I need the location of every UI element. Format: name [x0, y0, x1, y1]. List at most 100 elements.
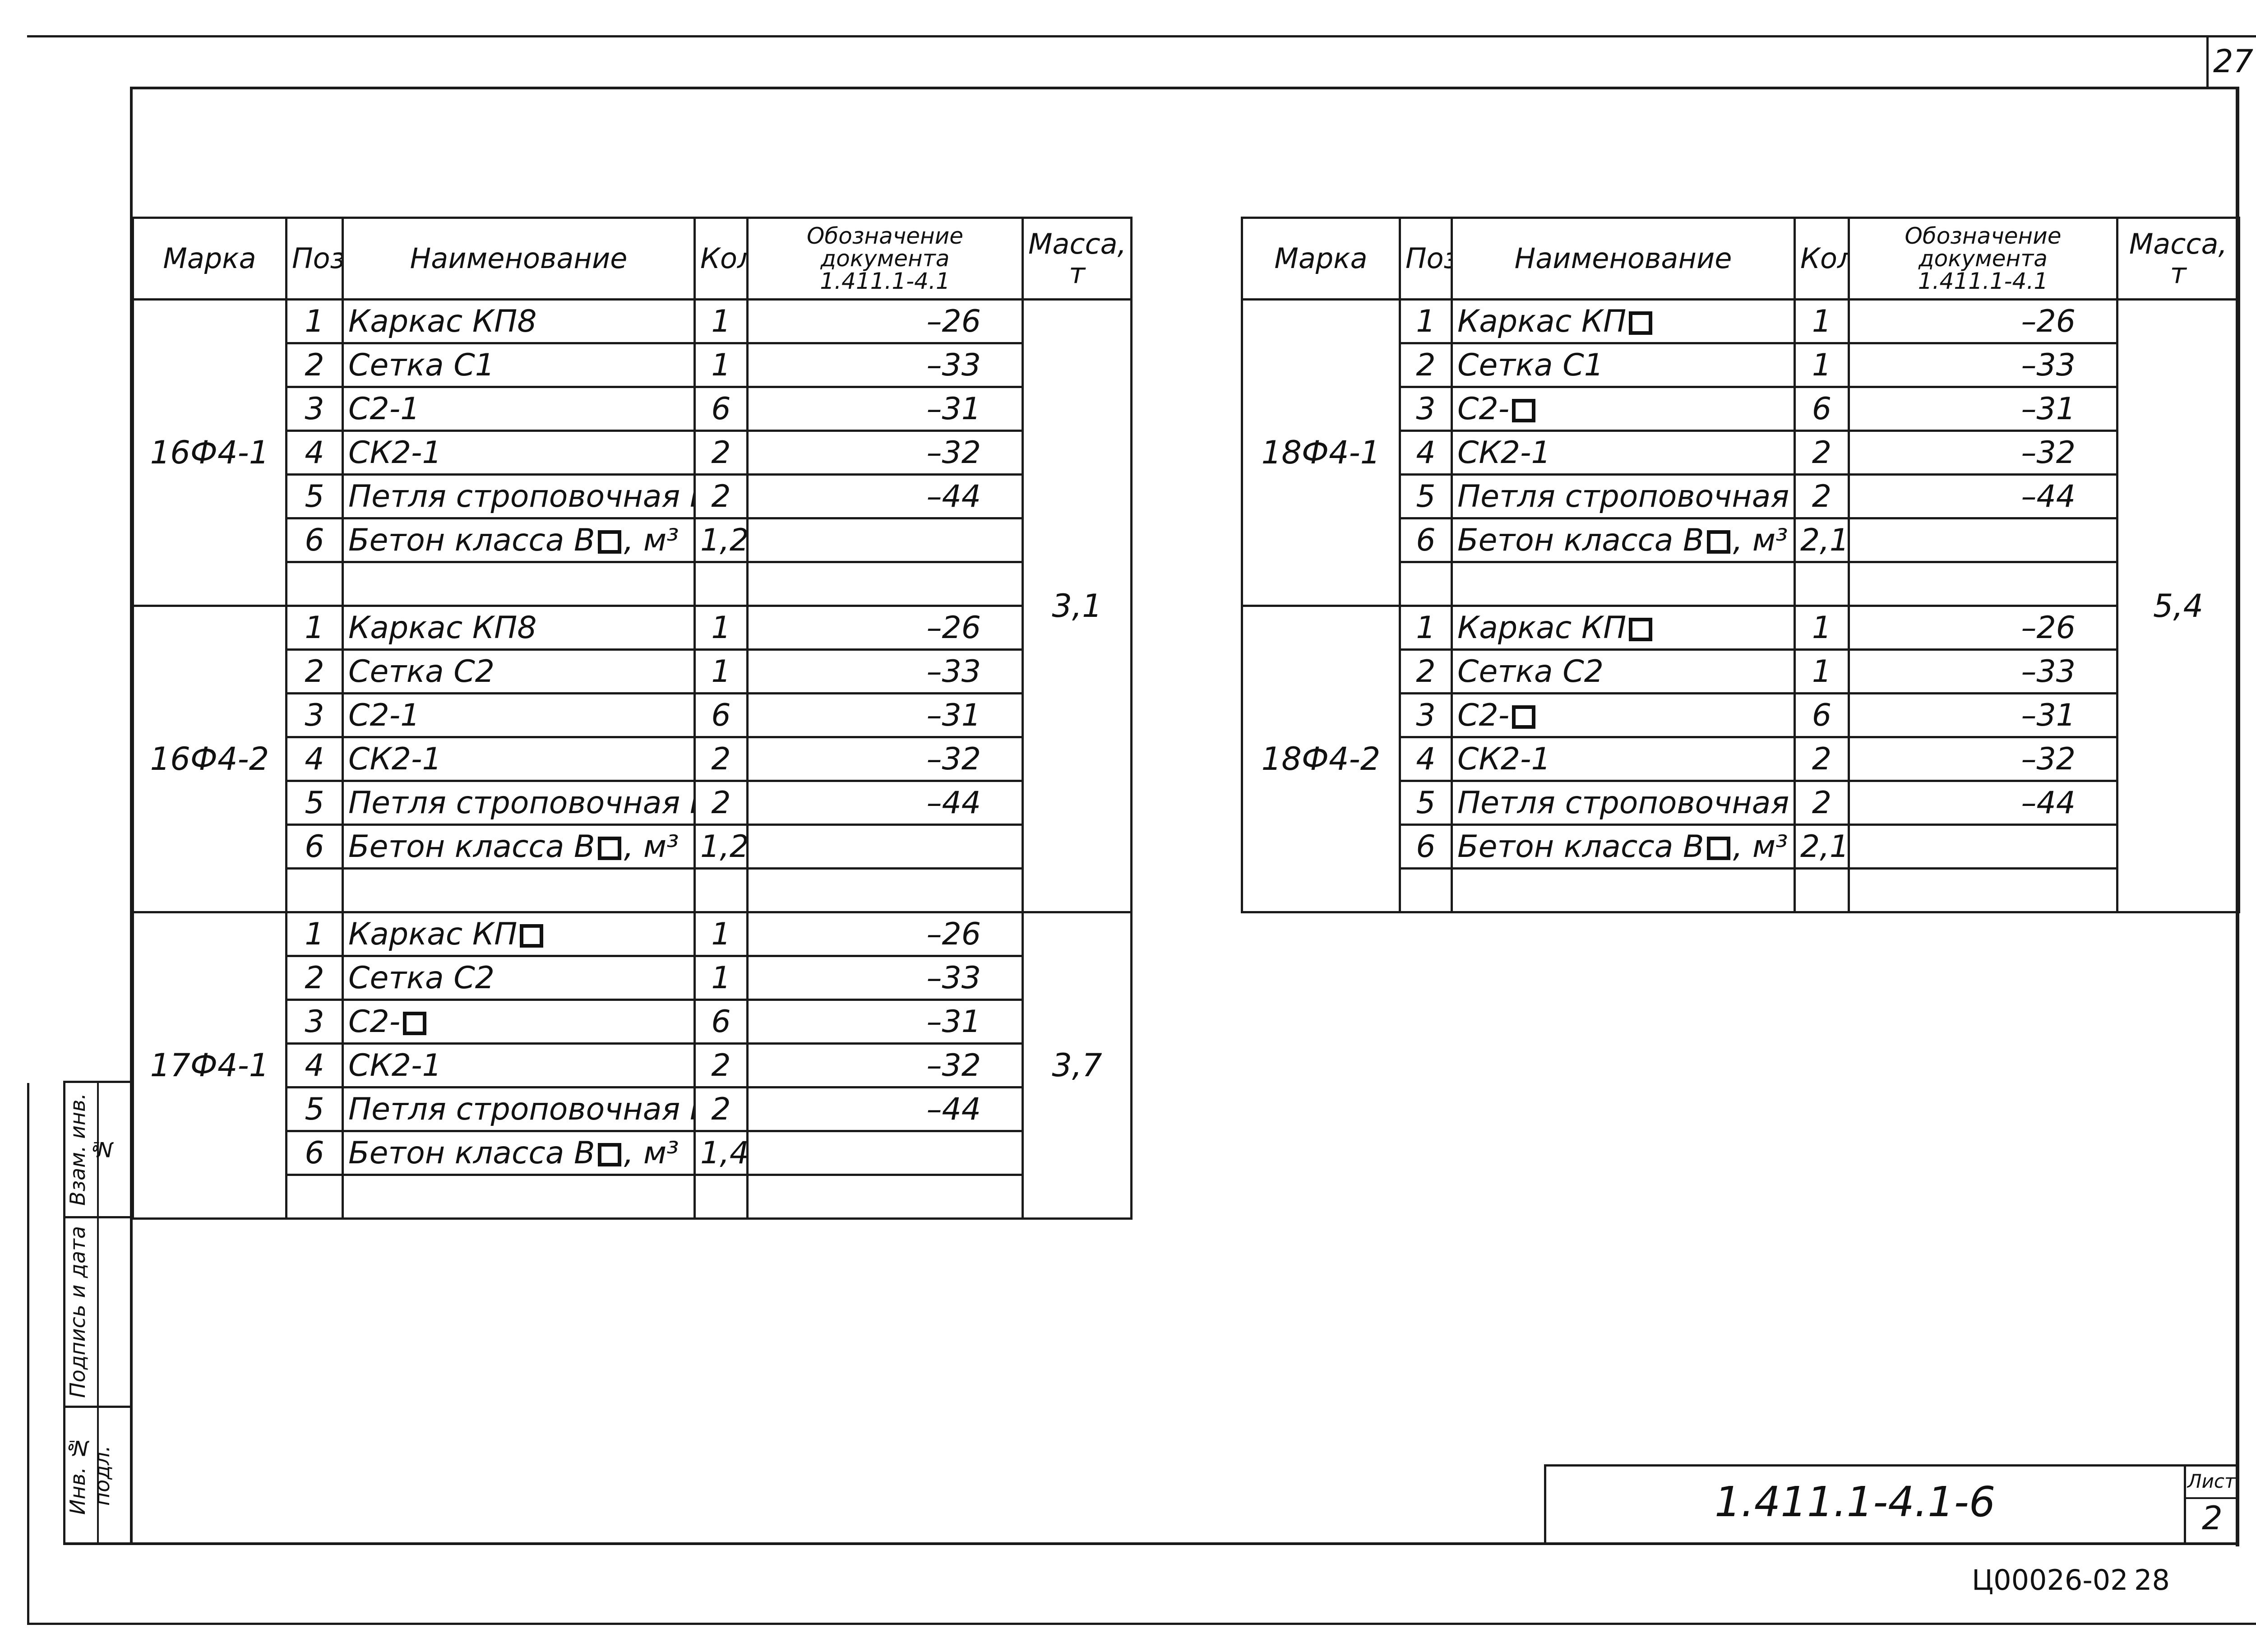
name-cell: Каркас КП [1451, 605, 1796, 651]
pos-cell: 4 [285, 736, 344, 782]
col-qty: Кол. [693, 217, 749, 301]
name-cell: СК2-1 [1451, 430, 1796, 476]
pos-cell: 3 [1399, 386, 1453, 432]
name-cell: СК2-1 [342, 430, 696, 476]
doc-cell: –26 [746, 605, 1024, 651]
pos-cell [285, 867, 344, 913]
name-cell: СК2-1 [342, 736, 696, 782]
doc-cell [746, 867, 1024, 913]
qty-cell: 2 [693, 430, 749, 476]
col-qty: Кол. [1794, 217, 1850, 301]
qty-cell: 1,25 [693, 824, 749, 870]
doc-cell: –26 [1848, 605, 2118, 651]
name-cell: Каркас КП [342, 911, 696, 957]
doc-cell: –33 [1848, 648, 2118, 694]
doc-cell: –33 [1848, 342, 2118, 388]
item-name: Каркас КП [1457, 303, 1627, 339]
pos-cell: 4 [285, 1042, 344, 1088]
placeholder-box-icon [1629, 311, 1653, 335]
pos-cell: 2 [285, 955, 344, 1001]
placeholder-box-icon [1512, 705, 1536, 729]
frame-left [130, 87, 133, 1544]
name-cell: Бетон класса В, м³ [1451, 824, 1796, 870]
col-mark: Марка [1241, 217, 1401, 301]
table-header-row: Марка Поз. Наименование Кол. Обозначение… [1241, 217, 2240, 301]
doc-cell: –44 [746, 780, 1024, 826]
qty-cell: 6 [693, 999, 749, 1045]
col-doc-line1: Обозначение [807, 223, 963, 249]
placeholder-box-icon [403, 1011, 427, 1035]
item-name: СК2-1 [1457, 435, 1551, 471]
item-unit: , м³ [1733, 828, 1788, 865]
qty-cell: 6 [1794, 692, 1850, 738]
doc-cell: –31 [746, 386, 1024, 432]
pos-cell: 6 [1399, 824, 1453, 870]
pos-cell: 6 [1399, 517, 1453, 563]
doc-code: 1.411.1-4.1-6 [1715, 1478, 1996, 1526]
name-cell: Петля строповочная ПС2 [342, 473, 696, 519]
top-edge-line [27, 35, 2256, 37]
pos-cell [285, 561, 344, 607]
pos-cell: 5 [285, 780, 344, 826]
right-spec-table: Марка Поз. Наименование Кол. Обозначение… [1241, 217, 2240, 913]
archive-code: Ц00026-02 [1972, 1564, 2128, 1596]
col-mass-line2: т [1068, 257, 1086, 290]
item-name: С2- [1457, 697, 1510, 733]
doc-cell: –26 [746, 911, 1024, 957]
mass-cell: 3,7 [1022, 911, 1133, 1220]
pos-cell: 1 [1399, 298, 1453, 344]
qty-cell: 2,15 [1794, 517, 1850, 563]
title-block-left [1544, 1464, 1546, 1545]
name-cell [342, 1174, 696, 1220]
left-spec-table: Марка Поз. Наименование Кол. Обозначение… [132, 217, 1133, 1220]
stamp-inv-no: Инв. № подл. [65, 1436, 114, 1515]
pos-cell: 2 [1399, 342, 1453, 388]
doc-cell: –32 [1848, 430, 2118, 476]
pos-cell: 3 [285, 999, 344, 1045]
item-name: Петля строповочная ПС2 [348, 478, 693, 514]
name-cell: Сетка С2 [342, 955, 696, 1001]
name-cell [1451, 561, 1796, 607]
doc-cell [746, 517, 1024, 563]
doc-cell: –32 [1848, 736, 2118, 782]
qty-cell: 1 [1794, 605, 1850, 651]
qty-cell: 1 [1794, 648, 1850, 694]
name-cell: Петля строповочная ПС4 [1451, 473, 1796, 519]
table-row [1242, 561, 2239, 607]
qty-cell [693, 561, 749, 607]
pos-cell: 3 [1399, 692, 1453, 738]
doc-cell: –44 [746, 473, 1024, 519]
mark-cell: 16Ф4-1 [132, 298, 287, 607]
pos-cell: 4 [1399, 736, 1453, 782]
qty-cell: 1 [693, 605, 749, 651]
item-name: СК2-1 [348, 741, 442, 777]
item-name: Бетон класса В [348, 522, 595, 558]
item-unit: , м³ [624, 1135, 679, 1171]
qty-cell: 1 [693, 955, 749, 1001]
placeholder-box-icon [597, 1143, 621, 1166]
item-unit: , м³ [624, 828, 679, 865]
doc-cell: –32 [746, 1042, 1024, 1088]
mass-cell: 5,4 [2116, 298, 2240, 913]
item-name: Петля строповочная ПС2 [348, 1091, 693, 1127]
item-name: С2- [1457, 391, 1510, 427]
item-name: С2-1 [348, 391, 420, 427]
mark-cell: 18Ф4-1 [1241, 298, 1401, 607]
stamp-divider [97, 1081, 99, 1545]
pos-cell: 1 [285, 605, 344, 651]
item-name: СК2-1 [1457, 741, 1551, 777]
pos-cell [285, 1174, 344, 1220]
placeholder-box-icon [1629, 617, 1653, 641]
table-header-row: Марка Поз. Наименование Кол. Обозначение… [132, 217, 1133, 301]
